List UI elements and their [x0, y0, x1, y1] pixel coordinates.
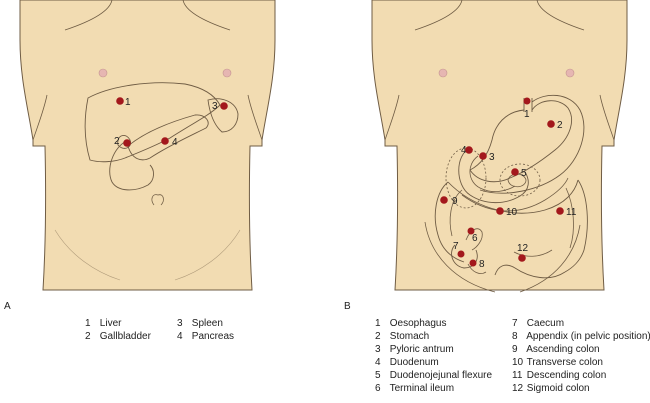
nipple-icon [438, 68, 448, 78]
marker-spleen: 3 [212, 101, 228, 112]
torso-b-body [371, 0, 628, 291]
marker-pyloric-antrum: 3 [479, 152, 495, 163]
legend-a-col1: 1 Liver 2 Gallbladder [85, 317, 151, 343]
svg-text:6: 6 [472, 233, 478, 244]
caecum-outline [451, 244, 478, 269]
nipple-icon [565, 68, 575, 78]
svg-text:8: 8 [479, 259, 485, 270]
legend-item: 6 Terminal ileum [375, 383, 455, 395]
svg-text:1: 1 [524, 109, 530, 120]
svg-text:12: 12 [517, 243, 529, 254]
legend-b-col2: 7 Caecum 8 Appendix (in pelvic position)… [512, 317, 650, 396]
duodenum-inner [469, 155, 516, 192]
torso-b-neck-right [536, 0, 585, 31]
svg-text:2: 2 [114, 136, 120, 147]
legend-item: 4 Duodenum [375, 357, 439, 369]
legend-a-col2: 3 Spleen 4 Pancreas [177, 317, 234, 343]
marker-pancreas: 4 [161, 137, 178, 148]
marker-duodenum: 4 [461, 145, 473, 156]
stomach-outline [469, 100, 572, 183]
svg-text:2: 2 [557, 120, 563, 131]
duodenum-dashed-region [445, 147, 487, 209]
torso-a: 1 2 3 4 [19, 0, 276, 291]
legend-b-col1: 1 Oesophagus 2 Stomach 3 Pyloric antrum … [375, 317, 492, 396]
legend-item: 2 Stomach [375, 331, 430, 343]
legend-item: 10 Transverse colon [512, 357, 603, 369]
torso-a-body [19, 0, 276, 291]
sigmoid-colon-outline [494, 264, 566, 279]
legend-item: 11 Descending colon [512, 370, 607, 382]
torso-b-armpit-left [384, 94, 400, 141]
liver-outline [84, 82, 221, 163]
marker-dj-flexure: 5 [511, 168, 527, 179]
torso-a-hip-left [54, 229, 121, 281]
svg-text:3: 3 [489, 152, 495, 163]
pancreas-outline [127, 114, 209, 161]
legend-item: 8 Appendix (in pelvic position) [512, 331, 650, 343]
marker-sigmoid-colon: 12 [517, 243, 529, 262]
torso-a-hip-right [174, 229, 241, 281]
legend-item: 3 Spleen [177, 318, 223, 329]
navel-icon [151, 194, 164, 206]
svg-text:11: 11 [566, 207, 577, 218]
marker-terminal-ileum: 6 [467, 227, 478, 244]
stomach-greater-curve [479, 94, 585, 194]
ascending-colon-inner [449, 189, 463, 237]
svg-text:9: 9 [452, 196, 458, 207]
legend-item: 9 Ascending colon [512, 344, 600, 356]
marker-liver: 1 [116, 97, 131, 108]
ascending-colon-outline [434, 181, 465, 263]
transverse-colon-inner [461, 177, 569, 212]
duodenum-a-outline [109, 139, 154, 191]
legend-item: 4 Pancreas [177, 331, 235, 343]
pelvic-brim [424, 221, 581, 293]
legend-item: 1 Oesophagus [375, 318, 447, 329]
marker-oesophagus: 1 [523, 97, 531, 120]
dj-flexure-outline [507, 173, 527, 188]
appendix-outline [467, 263, 487, 274]
marker-ascending-colon: 9 [440, 196, 458, 207]
legend-item: 12 Sigmoid colon [512, 383, 590, 395]
sigmoid-colon-inner [513, 249, 553, 257]
descending-colon-outline [564, 179, 588, 273]
torso-b-armpit-right [599, 94, 615, 141]
descending-colon-inner [565, 187, 574, 249]
marker-descending-colon: 11 [556, 207, 577, 218]
svg-text:4: 4 [172, 137, 178, 148]
svg-text:5: 5 [521, 168, 527, 179]
legend-item: 3 Pyloric antrum [375, 344, 454, 356]
nipple-icon [98, 68, 108, 78]
transverse-colon-outline [447, 179, 579, 214]
legend-item: 5 Duodenojejunal flexure [375, 370, 493, 382]
svg-text:4: 4 [461, 145, 467, 156]
nipple-icon [222, 68, 232, 78]
legend-item: 1 Liver [85, 318, 122, 329]
torso-a-neck-left [64, 0, 113, 31]
svg-text:7: 7 [453, 241, 459, 252]
marker-gallbladder: 2 [114, 136, 131, 147]
torso-a-armpit-right [247, 94, 263, 141]
panel-letter-a: A [4, 301, 11, 312]
marker-caecum: 7 [453, 241, 465, 258]
torso-a-armpit-left [32, 94, 48, 141]
torso-a-neck-right [182, 0, 231, 31]
svg-text:3: 3 [212, 101, 218, 112]
marker-appendix: 8 [469, 259, 485, 270]
dj-flexure-dashed-region [499, 163, 541, 197]
duodenum-outline [458, 147, 529, 204]
svg-text:10: 10 [506, 207, 518, 218]
svg-text:1: 1 [125, 97, 131, 108]
legend-item: 7 Caecum [512, 318, 565, 329]
marker-transverse-colon: 10 [496, 207, 518, 218]
marker-stomach: 2 [547, 120, 563, 131]
spleen-outline [207, 98, 239, 133]
torso-b: 1 2 3 4 5 6 7 8 9 [371, 0, 628, 293]
panel-letter-b: B [344, 301, 351, 312]
gallbladder-outline [117, 134, 132, 149]
legend-item: 2 Gallbladder [85, 331, 151, 343]
torso-b-neck-left [414, 0, 463, 31]
